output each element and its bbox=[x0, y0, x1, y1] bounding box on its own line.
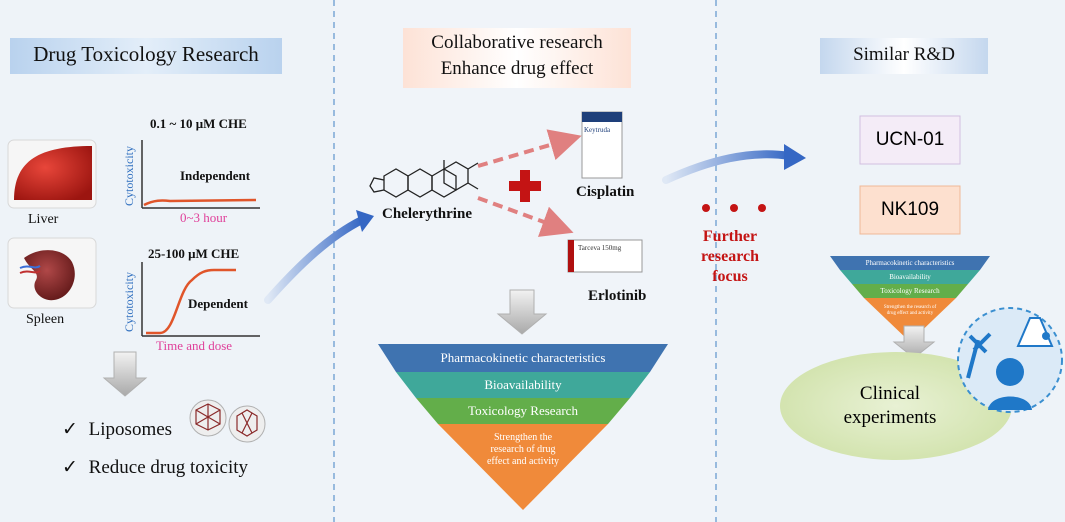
liposome-lattice-icon bbox=[195, 403, 221, 431]
flow-arrow-left bbox=[264, 216, 366, 304]
right-funnel-layer-1 bbox=[830, 256, 990, 270]
funnel-layer-1 bbox=[378, 344, 668, 372]
arrow-to-cisplatin bbox=[477, 129, 582, 168]
spleen-artery-icon bbox=[19, 270, 41, 274]
flow-arrowhead-left bbox=[356, 210, 374, 232]
erlotinib-package-text: Tarceva 150mg bbox=[578, 244, 622, 252]
funnel-label-2: Bioavailability bbox=[484, 377, 562, 392]
right-down-arrow-icon bbox=[892, 325, 936, 359]
syringe-icon bbox=[966, 332, 992, 379]
funnel-label-4: Strengthen the research of drug effect a… bbox=[486, 432, 559, 467]
spleen-icon bbox=[24, 250, 75, 301]
middle-title-bg bbox=[403, 28, 631, 88]
solution-text: Reduce drug toxicity bbox=[88, 457, 249, 478]
spleen-chart-x-label: Time and dose bbox=[156, 338, 233, 353]
liver-icon bbox=[14, 146, 92, 200]
liver-dose-label: 0.1 ~ 10 μM CHE bbox=[150, 116, 247, 131]
right-funnel-label-4: Strengthen the research of drug effect a… bbox=[883, 305, 937, 316]
researcher-head-icon bbox=[996, 358, 1024, 386]
left-title-bg bbox=[10, 38, 282, 74]
spleen-dose-label: 25-100 μM CHE bbox=[148, 246, 240, 261]
flow-arrowhead-right bbox=[784, 144, 806, 170]
left-down-arrow-icon bbox=[102, 351, 148, 397]
dot-3 bbox=[758, 204, 766, 212]
liver-chart-x-label: 0~3 hour bbox=[180, 210, 228, 225]
check-icon: ✓ bbox=[62, 419, 78, 440]
further-research-label: Further research focus bbox=[700, 228, 760, 285]
spleen-cytotoxicity-curve bbox=[146, 268, 236, 335]
chelerythrine-structure-icon bbox=[369, 160, 479, 198]
erlotinib-label: Erlotinib bbox=[588, 288, 647, 304]
right-funnel-label-3: Toxicology Research bbox=[880, 287, 940, 295]
right-title-bg bbox=[820, 38, 988, 74]
flow-arrow-right bbox=[662, 150, 794, 184]
right-funnel-label-1: Pharmacokinetic characteristics bbox=[865, 259, 955, 267]
right-funnel-layer-2 bbox=[840, 270, 980, 284]
right-funnel-label-2: Bioavailability bbox=[889, 273, 931, 281]
spleen-chart-y-label: Cytotoxicity bbox=[122, 272, 136, 332]
dot-1 bbox=[702, 204, 710, 212]
candidate-box-2 bbox=[859, 185, 961, 235]
middle-down-arrow-icon bbox=[496, 289, 548, 335]
candidate-nk109: NK109 bbox=[880, 199, 940, 220]
solution-item-reduce-toxicity: ✓ Reduce drug toxicity bbox=[62, 456, 248, 479]
candidate-ucn01: UCN-01 bbox=[875, 129, 945, 150]
clinical-experiments-label: Clinical experiments bbox=[843, 383, 937, 428]
nanoparticle-lattice-icon bbox=[236, 409, 258, 437]
candidate-box-1 bbox=[859, 115, 961, 165]
funnel-layer-4 bbox=[438, 424, 608, 510]
liver-label: Liver bbox=[28, 212, 59, 227]
right-funnel-layer-3 bbox=[852, 284, 968, 298]
solution-text: Liposomes bbox=[88, 419, 173, 440]
solution-item-liposomes: ✓ Liposomes bbox=[62, 418, 172, 441]
funnel-layer-3 bbox=[416, 398, 630, 424]
dot-2 bbox=[730, 204, 738, 212]
right-panel-title: Similar R&D bbox=[853, 44, 955, 65]
check-icon: ✓ bbox=[62, 457, 78, 478]
spleen-vessel-icon bbox=[19, 265, 41, 269]
middle-title-line-2: Enhance drug effect bbox=[440, 58, 594, 79]
clinical-ellipse bbox=[780, 352, 1012, 460]
funnel-layer-2 bbox=[396, 372, 650, 398]
funnel-label-1: Pharmacokinetic characteristics bbox=[440, 350, 606, 365]
liver-relation-label: Independent bbox=[180, 168, 251, 183]
spleen-relation-label: Dependent bbox=[188, 296, 248, 311]
liver-cytotoxicity-curve bbox=[143, 198, 257, 207]
left-panel-title: Drug Toxicology Research bbox=[33, 42, 259, 66]
funnel-label-3: Toxicology Research bbox=[468, 403, 578, 418]
middle-title-line-1: Collaborative research bbox=[431, 32, 603, 53]
liver-chart-y-label: Cytotoxicity bbox=[122, 146, 136, 206]
right-funnel-layer-4 bbox=[864, 298, 956, 342]
researcher-body-icon bbox=[988, 396, 1032, 410]
chelerythrine-label: Chelerythrine bbox=[382, 206, 472, 222]
cisplatin-package-text: Keytruda bbox=[584, 126, 611, 134]
cisplatin-label: Cisplatin bbox=[576, 184, 635, 200]
spleen-label: Spleen bbox=[26, 312, 65, 327]
